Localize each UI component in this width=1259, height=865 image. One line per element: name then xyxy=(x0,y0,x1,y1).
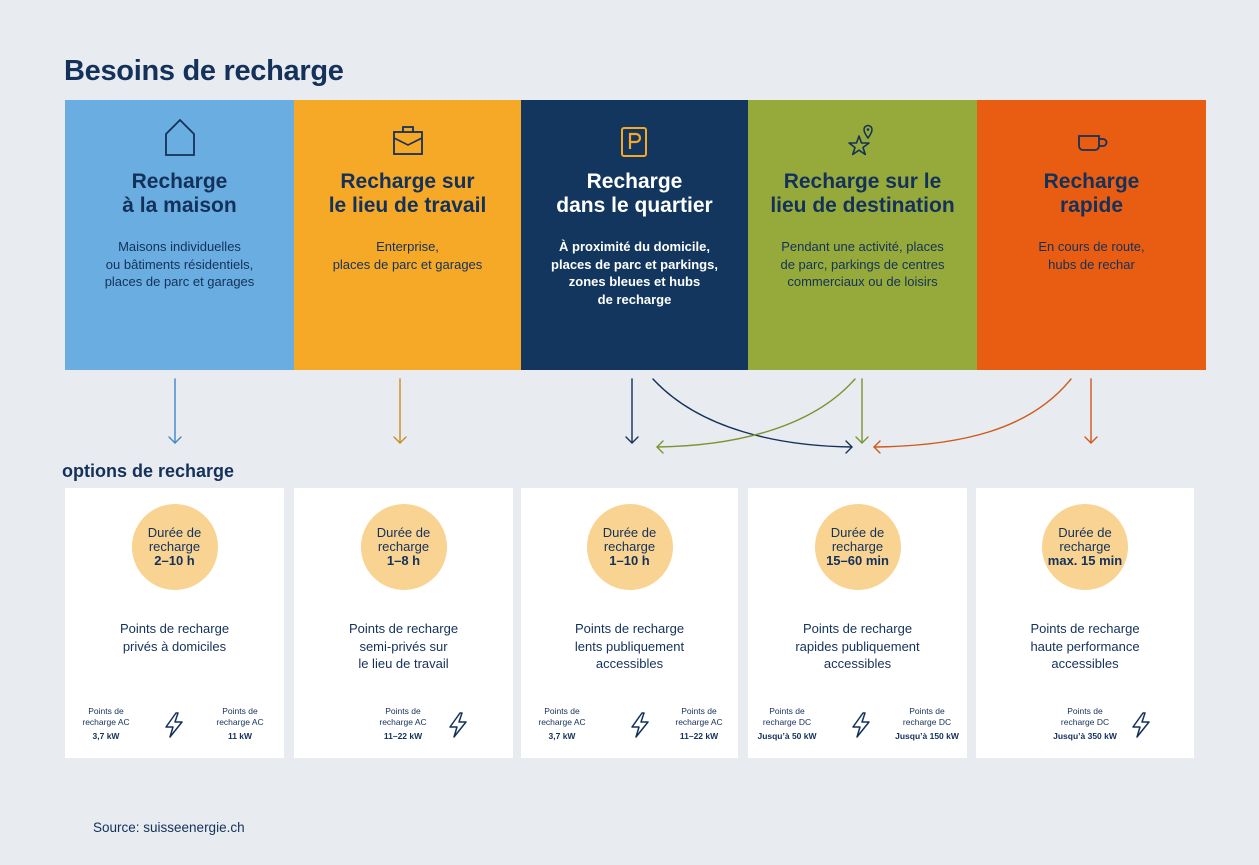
need-title: Recharge sur le lieu de travail xyxy=(328,170,487,217)
arrow-neighbourhood xyxy=(625,378,639,444)
lightning-bolt-icon xyxy=(1130,712,1152,743)
lightning-bolt-icon xyxy=(629,712,651,743)
option-card-home: Durée de recharge 2–10 h Points de recha… xyxy=(65,488,284,758)
duration-badge: Durée de recharge 1–10 h xyxy=(586,504,673,590)
need-title: Recharge à la maison xyxy=(122,170,237,217)
spec-label: Points de recharge AC xyxy=(538,706,586,727)
spec-left: Points de recharge AC 3,7 kW xyxy=(61,706,151,742)
duration-badge: Durée de recharge 15–60 min xyxy=(814,504,901,590)
spec-power: 11–22 kW xyxy=(383,731,423,741)
source-note: Source: suisseenergie.ch xyxy=(93,820,245,835)
need-card-destination: Recharge sur le lieu de destination Pend… xyxy=(748,100,977,370)
need-title: Recharge sur le lieu de destination xyxy=(770,170,955,217)
spec-power: Jusqu’à 50 kW xyxy=(757,731,817,741)
badge-label: Durée de recharge xyxy=(147,525,202,554)
duration-value: 1–10 h xyxy=(609,553,650,568)
lightning-bolt-icon xyxy=(850,712,872,743)
need-description: À proximité du domicile, places de parc … xyxy=(551,239,718,307)
option-card-work: Durée de recharge 1–8 h Points de rechar… xyxy=(294,488,513,758)
spec-label: Points de recharge AC xyxy=(675,706,723,727)
need-card-home: Recharge à la maison Maisons individuell… xyxy=(65,100,294,370)
spec-label: Points de recharge AC xyxy=(379,706,427,727)
coffee-cup-icon xyxy=(977,116,1206,160)
spec-right: Points de recharge AC 11–22 kW xyxy=(654,706,744,742)
spec-right: Points de recharge DC Jusqu’à 150 kW xyxy=(882,706,972,742)
need-card-neighbourhood: Recharge dans le quartier À proximité du… xyxy=(521,100,748,370)
badge-label: Durée de recharge xyxy=(376,525,431,554)
spec-label: Points de recharge DC xyxy=(902,706,952,727)
arrow-fast xyxy=(1084,378,1098,444)
lightning-bolt-icon xyxy=(163,712,185,743)
option-card-neighbourhood: Durée de recharge 1–10 h Points de recha… xyxy=(521,488,738,758)
parking-icon xyxy=(521,116,748,160)
star-pin-icon xyxy=(748,116,977,160)
duration-value: 1–8 h xyxy=(386,553,421,568)
arrow-destination-to-neighbourhood xyxy=(656,378,856,454)
duration-value: 2–10 h xyxy=(154,553,195,568)
option-description: Points de recharge semi-privés sur le li… xyxy=(348,621,459,671)
option-card-fast: Durée de recharge max. 15 min Points de … xyxy=(976,488,1194,758)
need-card-work: Recharge sur le lieu de travail Enterpri… xyxy=(294,100,521,370)
option-description: Points de recharge privés à domiciles xyxy=(119,621,230,654)
spec-power: Jusqu’à 350 kW xyxy=(1053,731,1117,741)
duration-badge: Durée de recharge max. 15 min xyxy=(1042,504,1128,590)
badge-label: Durée de recharge xyxy=(602,525,657,554)
spec-label: Points de recharge DC xyxy=(1060,706,1110,727)
duration-badge: Durée de recharge 2–10 h xyxy=(131,504,218,590)
spec-left: Points de recharge DC Jusqu’à 50 kW xyxy=(742,706,832,742)
spec-power: 11 kW xyxy=(227,731,253,741)
section-label: options de recharge xyxy=(62,461,235,481)
arrow-destination xyxy=(855,378,869,444)
arrow-neighbourhood-to-destination xyxy=(652,378,853,454)
need-description: Maisons individuelles ou bâtiments résid… xyxy=(104,239,255,289)
spec-left: Points de recharge DC Jusqu’à 350 kW xyxy=(1040,706,1130,742)
spec-power: 3,7 kW xyxy=(548,731,576,741)
arrow-home xyxy=(168,378,182,444)
duration-value: max. 15 min xyxy=(1047,553,1123,568)
option-description: Points de recharge rapides publiquement … xyxy=(795,621,920,671)
need-title: Recharge dans le quartier xyxy=(556,170,713,217)
spec-power: 3,7 kW xyxy=(92,731,120,741)
badge-label: Durée de recharge xyxy=(1058,525,1112,554)
page-title: Besoins de recharge xyxy=(64,55,344,87)
option-card-destination: Durée de recharge 15–60 min Points de re… xyxy=(748,488,967,758)
need-description: En cours de route, hubs de rechar xyxy=(1038,239,1145,272)
duration-badge: Durée de recharge 1–8 h xyxy=(360,504,447,590)
lightning-bolt-icon xyxy=(447,712,469,743)
duration-value: 15–60 min xyxy=(826,553,889,568)
spec-label: Points de recharge AC xyxy=(216,706,264,727)
option-description: Points de recharge haute performance acc… xyxy=(1030,621,1140,671)
spec-power: Jusqu’à 150 kW xyxy=(895,731,959,741)
arrow-fast-to-destination xyxy=(873,378,1072,454)
spec-power: 11–22 kW xyxy=(679,731,719,741)
need-description: Pendant une activité, places de parc, pa… xyxy=(780,239,945,289)
house-icon xyxy=(65,116,294,160)
briefcase-icon xyxy=(294,116,521,160)
badge-label: Durée de recharge xyxy=(830,525,885,554)
spec-right: Points de recharge AC 11 kW xyxy=(195,706,285,742)
arrow-work xyxy=(393,378,407,444)
spec-label: Points de recharge DC xyxy=(762,706,812,727)
spec-left: Points de recharge AC 3,7 kW xyxy=(517,706,607,742)
option-description: Points de recharge lents publiquement ac… xyxy=(574,621,685,671)
need-description: Enterprise, places de parc et garages xyxy=(332,239,483,272)
need-title: Recharge rapide xyxy=(1043,170,1140,217)
spec-left: Points de recharge AC 11–22 kW xyxy=(358,706,448,742)
spec-label: Points de recharge AC xyxy=(82,706,130,727)
need-card-fast: Recharge rapide En cours de route, hubs … xyxy=(977,100,1206,370)
